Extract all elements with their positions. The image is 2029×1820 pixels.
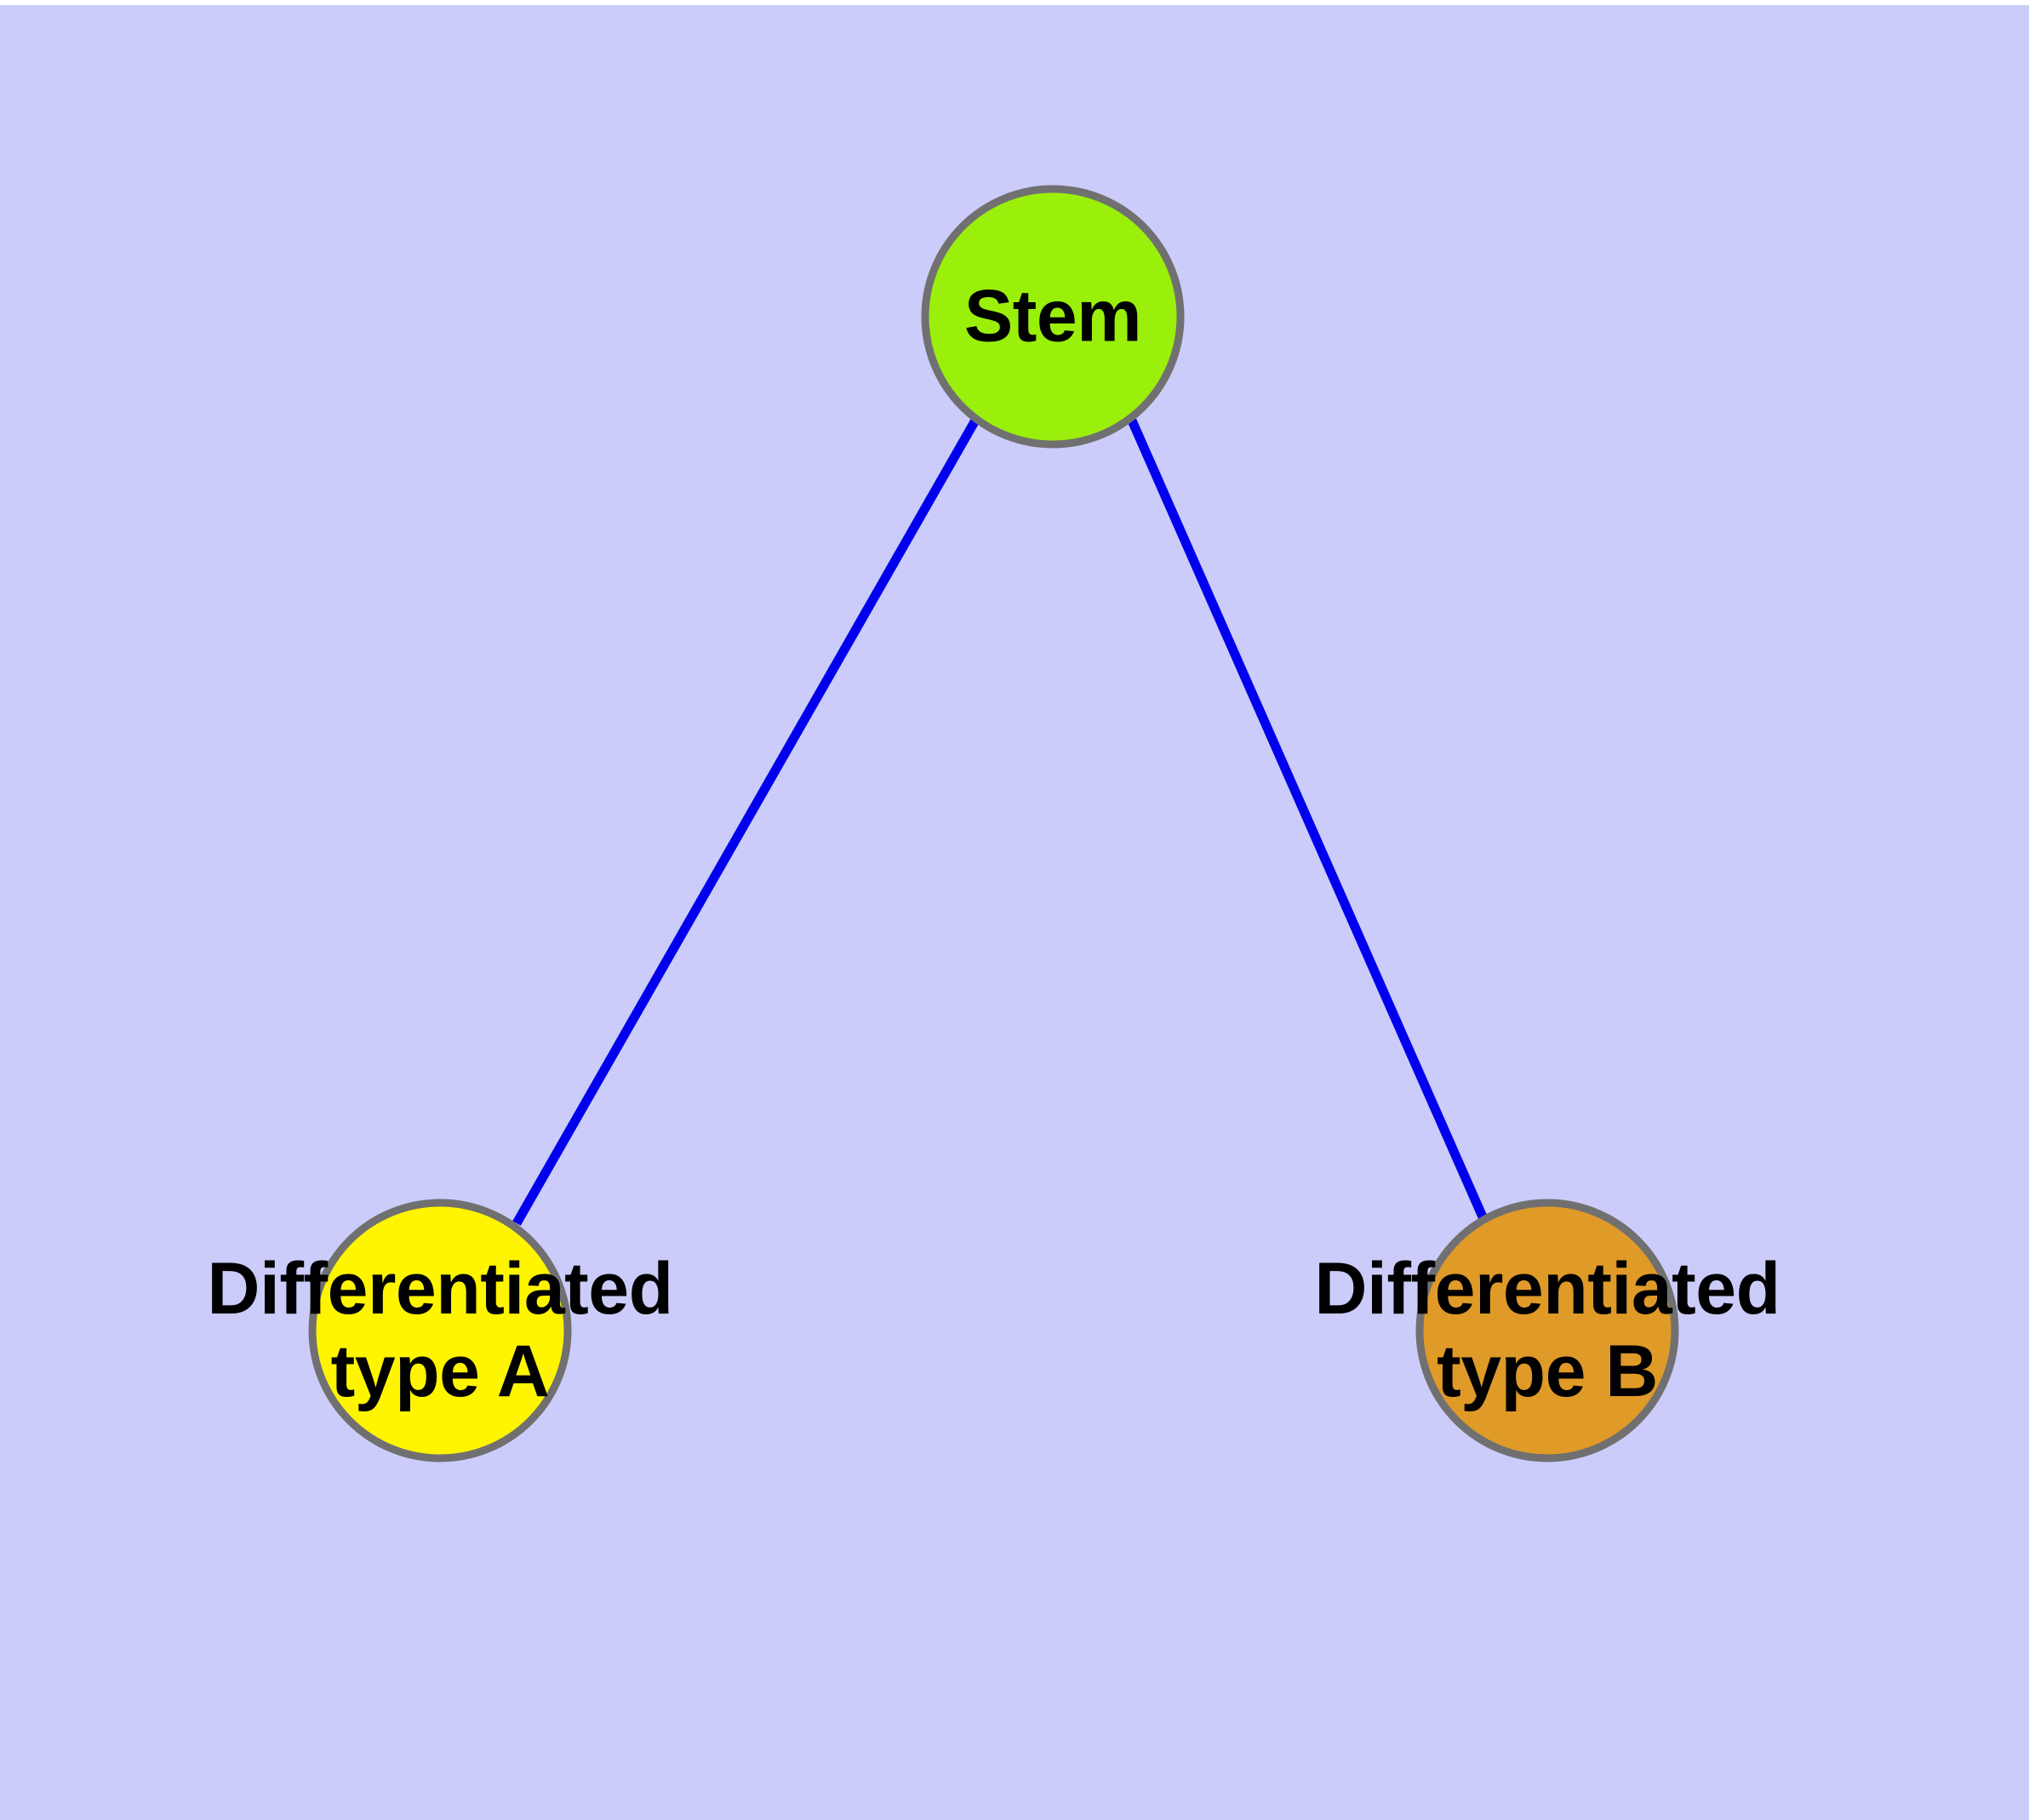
edge-stem-to-differentiated-type-a[interactable] (512, 416, 980, 1226)
edge-stem-to-differentiated-type-b[interactable] (1127, 418, 1489, 1223)
node-differentiated-type-b[interactable] (1415, 1199, 1679, 1462)
node-layer (308, 185, 1679, 1462)
edge-layer (512, 416, 1489, 1226)
top-border-strip (0, 0, 2029, 5)
node-differentiated-type-a[interactable] (308, 1199, 572, 1462)
node-stem[interactable] (921, 185, 1185, 449)
